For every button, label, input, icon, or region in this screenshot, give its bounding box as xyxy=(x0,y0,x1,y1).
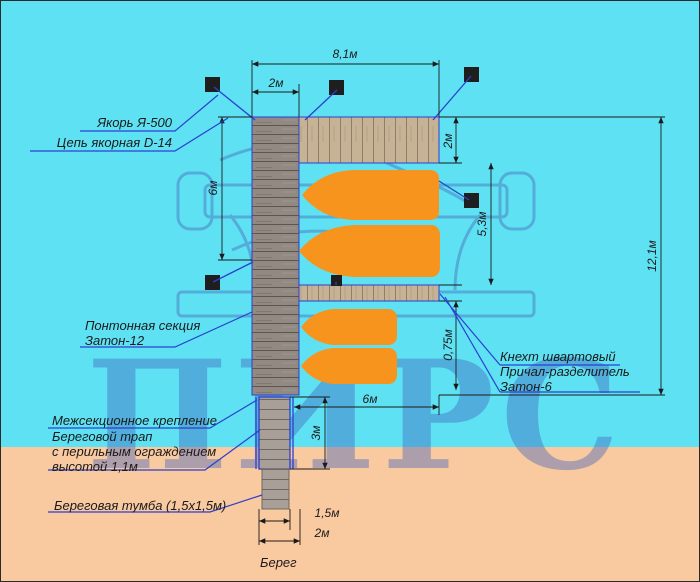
divider-berth xyxy=(298,284,440,302)
label-ramp-2: с перильным ограждением xyxy=(52,444,216,459)
dim-total-length: 12,1м xyxy=(645,240,659,272)
boat-4 xyxy=(301,348,397,384)
label-pontoon-model: Затон-12 xyxy=(85,333,145,348)
dim-divider-width: 0,75м xyxy=(441,329,455,361)
anchors xyxy=(205,67,479,290)
label-ramp-1: Береговой трап xyxy=(52,429,152,444)
label-divider-model: Затон-6 xyxy=(500,379,553,394)
pontoon-section xyxy=(251,116,300,396)
label-anchor: Якорь Я-500 xyxy=(96,115,173,130)
label-divider: Причал-разделитель xyxy=(500,364,630,379)
dim-divider-length: 6м xyxy=(363,392,378,406)
dimension-labels: 8,1м 2м 2м 6м 5,3м 12,1м 0,75м 6м 3м 1,5… xyxy=(206,47,659,540)
boat-2 xyxy=(299,225,440,277)
callout-leaders xyxy=(30,94,640,513)
boats xyxy=(299,170,440,384)
label-shore: Берег xyxy=(260,555,297,570)
anchor-icon xyxy=(331,275,342,286)
boat-1 xyxy=(302,170,439,220)
boat-3 xyxy=(301,309,397,345)
label-ramp-3: высотой 1,1м xyxy=(52,459,138,474)
dim-gap-width: 5,3м xyxy=(475,212,489,237)
anchor-icon xyxy=(464,67,479,82)
shore-ramp xyxy=(258,396,291,470)
shore-bollard xyxy=(261,468,290,510)
dim-top-berth-width: 2м xyxy=(441,134,455,150)
dim-bollard-size: 1,5м xyxy=(315,506,340,520)
anchor-icon xyxy=(464,193,479,208)
callout-labels: Якорь Я-500 Цепь якорная D-14 Понтонная … xyxy=(52,115,630,570)
label-joint: Межсекционное крепление xyxy=(52,413,217,428)
dimension-lines xyxy=(218,60,665,545)
dim-total-width: 8,1м xyxy=(333,47,358,61)
anchor-icon xyxy=(205,275,220,290)
dim-ramp-length: 3м xyxy=(309,426,323,441)
dim-pontoon-length: 6м xyxy=(206,181,220,196)
top-berth xyxy=(298,116,440,164)
label-shore-bollard: Береговая тумба (1,5х1,5м) xyxy=(54,498,226,513)
dim-pier-width: 2м xyxy=(268,76,284,90)
label-chain: Цепь якорная D-14 xyxy=(57,135,172,150)
anchor-icon xyxy=(329,80,344,95)
label-bollard-cleat: Кнехт швартовый xyxy=(500,349,616,364)
label-pontoon-section: Понтонная секция xyxy=(85,318,200,333)
dim-shore-width: 2м xyxy=(314,526,330,540)
